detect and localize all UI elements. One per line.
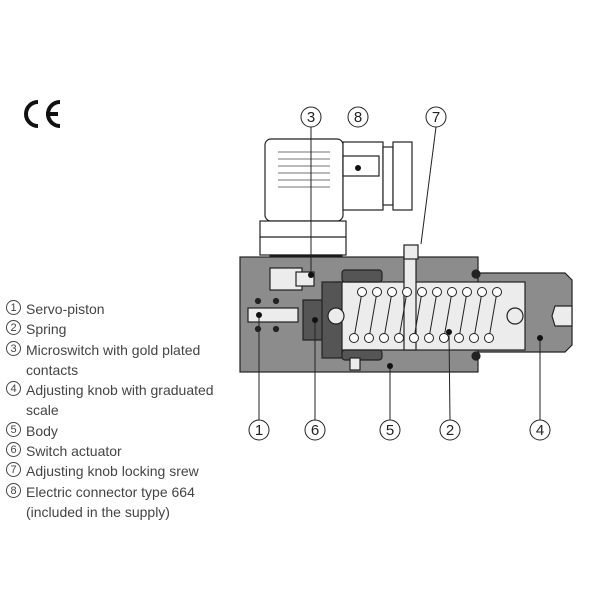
- svg-text:1: 1: [255, 422, 263, 439]
- spring-coil-section: [454, 333, 464, 343]
- spring-coil: [473, 291, 483, 339]
- spring-coil-section: [417, 287, 427, 297]
- spring-coil-section: [379, 333, 389, 343]
- spring-coil-section: [402, 287, 412, 297]
- legend-text: Adjusting knob with graduated scale: [26, 382, 214, 419]
- spring: [349, 287, 502, 343]
- legend-text: Microswitch with gold plated contacts: [26, 341, 201, 378]
- callout-2: 2: [439, 419, 461, 441]
- callout-1: 1: [248, 419, 270, 441]
- callout-4: 4: [529, 419, 551, 441]
- svg-text:5: 5: [386, 422, 394, 439]
- legend-number: 1: [6, 300, 21, 315]
- valve-body: [239, 244, 573, 373]
- spring-coil: [398, 291, 408, 339]
- spring-coil-section: [409, 333, 419, 343]
- callout-3: 3: [300, 106, 322, 128]
- svg-text:2: 2: [446, 422, 454, 439]
- spring-coil: [443, 291, 453, 339]
- ce-mark: [24, 100, 61, 128]
- legend-text: Adjusting knob locking srew: [26, 463, 199, 480]
- legend-text: Electric connector type 664 (included in…: [26, 483, 195, 520]
- legend-item: 3 Microswitch with gold plated contacts: [6, 340, 236, 381]
- spring-coil-section: [394, 333, 404, 343]
- legend-number: 2: [6, 320, 21, 336]
- legend-number: 7: [6, 462, 21, 478]
- legend-text: Body: [26, 422, 58, 439]
- spring-coil-section: [349, 333, 359, 343]
- spring-coil: [413, 291, 423, 339]
- spring-coil-section: [357, 287, 367, 297]
- spring-coil-section: [387, 287, 397, 297]
- svg-text:6: 6: [311, 422, 319, 439]
- spring-coil-section: [432, 287, 442, 297]
- legend-item: 6 Switch actuator: [6, 441, 236, 461]
- spring-coil-section: [439, 333, 449, 343]
- legend-item: 5 Body: [6, 421, 236, 441]
- legend-item: 8 Electric connector type 664 (included i…: [6, 482, 236, 523]
- legend-item: 7 Adjusting knob locking srew: [6, 461, 236, 481]
- spring-coil: [488, 291, 498, 339]
- legend-item: 2 Spring: [6, 319, 236, 339]
- svg-text:3: 3: [307, 109, 315, 126]
- spring-coil-section: [424, 333, 434, 343]
- svg-text:4: 4: [536, 422, 544, 439]
- spring-coil-section: [372, 287, 382, 297]
- legend-number: 4: [6, 381, 21, 397]
- spring-coil: [368, 291, 378, 339]
- legend-item: 1 Servo-piston: [6, 299, 236, 319]
- svg-text:7: 7: [432, 109, 440, 126]
- spring-coil: [383, 291, 393, 339]
- callout-8: 8: [347, 106, 369, 128]
- callout-7: 7: [425, 106, 447, 128]
- spring-coil-section: [469, 333, 479, 343]
- spring-coil: [428, 291, 438, 339]
- spring-coil-section: [462, 287, 472, 297]
- callout-6: 6: [304, 419, 326, 441]
- spring-coil-section: [477, 287, 487, 297]
- spring-coil-section: [492, 287, 502, 297]
- legend-number: 3: [6, 340, 21, 356]
- legend-text: Spring: [26, 321, 67, 338]
- callout-5: 5: [379, 419, 401, 441]
- legend-number: 8: [6, 482, 21, 498]
- legend-number: 5: [6, 421, 21, 437]
- spring-coil-section: [364, 333, 374, 343]
- legend-item: 4 Adjusting knob with graduated scale: [6, 380, 236, 421]
- electric-connector: [259, 138, 413, 263]
- spring-coil: [458, 291, 468, 339]
- callout-leaders: [258, 126, 541, 421]
- spring-coil-section: [484, 333, 494, 343]
- legend-text: Servo-piston: [26, 301, 105, 317]
- parts-legend: 1 Servo-piston 2 Spring 3 Microswitch with go…: [6, 299, 236, 522]
- spring-coil: [353, 291, 363, 339]
- spring-coil-section: [447, 287, 457, 297]
- legend-text: Switch actuator: [26, 443, 122, 460]
- legend-number: 6: [6, 442, 21, 458]
- svg-text:8: 8: [354, 109, 362, 126]
